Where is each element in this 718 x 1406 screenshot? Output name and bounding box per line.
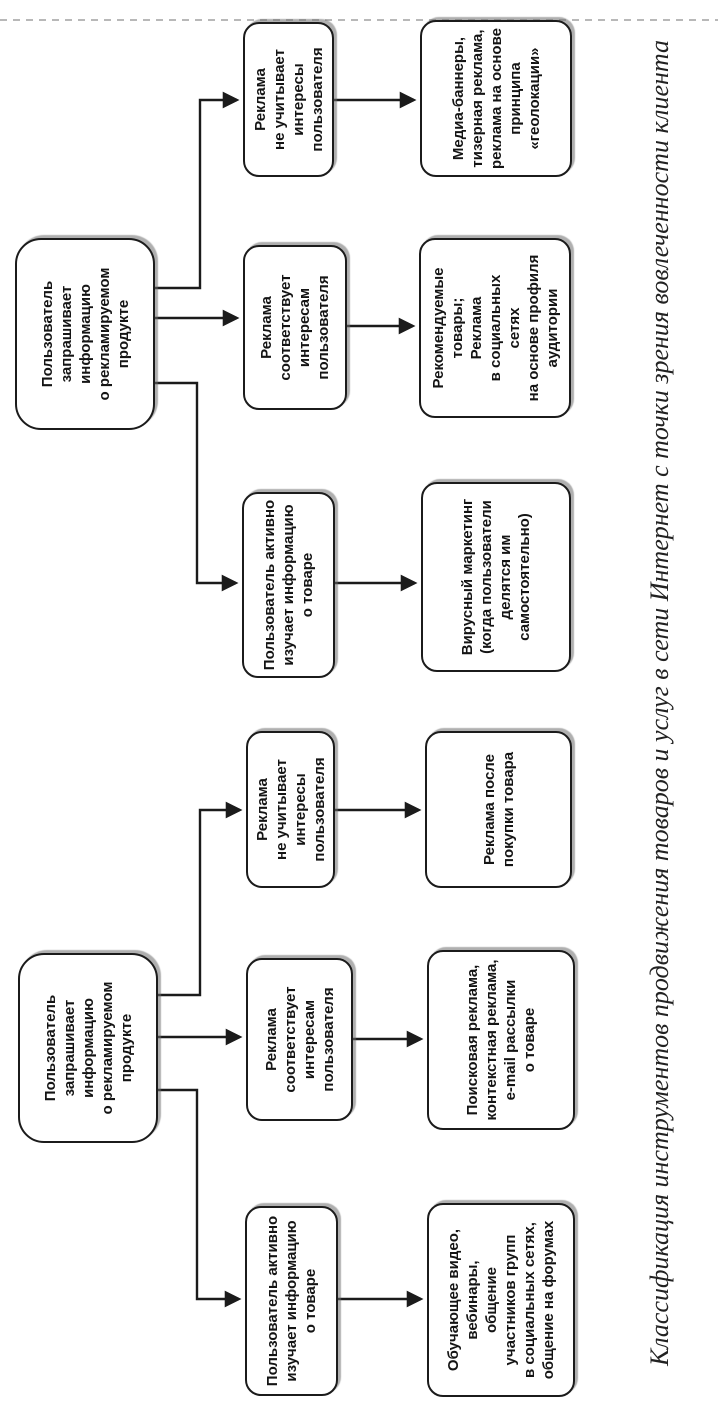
leaf-box-right-recommended-goods: Рекомендуемые товары; Реклама в социальн…: [419, 238, 571, 418]
child-box-left-active-user: Пользователь активно изучает информацию …: [245, 1206, 338, 1396]
child-box-left-ad-ignores: Реклама не учитывает интересы пользовате…: [246, 731, 335, 888]
leaf-box-left-post-purchase-ads: Реклама после покупки товара: [425, 731, 572, 888]
child-box-right-ad-ignores: Реклама не учитывает интересы пользовате…: [243, 22, 334, 177]
leaf-box-left-training-video: Обучающее видео, вебинары, общение участ…: [427, 1203, 575, 1397]
figure-caption: Классификация инструментов продвижения т…: [645, 39, 674, 1367]
connector-right-root-to-child1: [155, 381, 239, 592]
leaf-box-left-search-ads: Поисковая реклама, контекстная реклама, …: [427, 950, 575, 1130]
connector-left-root-to-child3: [158, 801, 243, 997]
child-box-left-ad-matches: Реклама соответствует интересам пользова…: [246, 958, 353, 1121]
connector-right-root-to-child3: [155, 91, 240, 290]
connector-left-root-to-child1: [158, 1088, 242, 1308]
child-box-right-ad-matches: Реклама соответствует интересам пользова…: [243, 245, 347, 410]
leaf-box-right-media-banners: Медиа-баннеры, тизерная реклама, реклама…: [420, 20, 572, 177]
root-box-left: Пользователь запрашивает информацию о ре…: [18, 953, 158, 1143]
root-box-right: Пользователь запрашивает информацию о ре…: [15, 238, 155, 430]
child-box-right-active-user: Пользователь активно изучает информацию …: [242, 492, 335, 678]
leaf-box-right-viral-marketing: Вирусный маркетинг (когда пользователи д…: [421, 482, 571, 672]
